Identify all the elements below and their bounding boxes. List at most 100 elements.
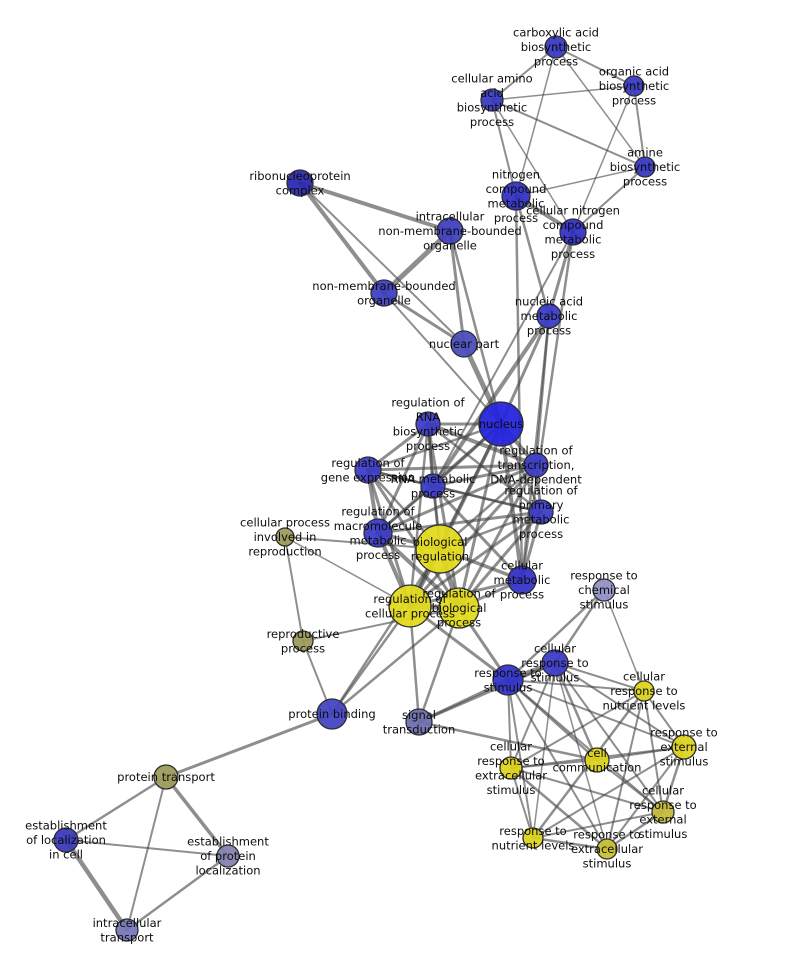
graph-node-cellular_response_to_extracellular_stimulus[interactable] <box>499 756 523 780</box>
graph-edge <box>596 746 685 761</box>
graph-edge <box>284 536 441 550</box>
graph-edge <box>510 759 598 769</box>
graph-edge <box>554 662 645 692</box>
graph-edge <box>330 606 461 716</box>
graph-node-ribonucleoprotein_complex[interactable] <box>286 169 314 197</box>
graph-edge <box>408 510 543 608</box>
graph-edge <box>491 99 646 168</box>
graph-node-intracellular_non_membrane_bounded_organelle[interactable] <box>436 217 464 245</box>
graph-edge <box>376 510 543 535</box>
graph-node-cellular_nitrogen_compound_metabolic_process[interactable] <box>559 218 587 246</box>
graph-edge <box>383 292 502 425</box>
graph-node-RNA_metabolic_process[interactable] <box>420 473 446 499</box>
graph-edge <box>382 291 466 346</box>
graph-node-cellular_response_to_stimulus[interactable] <box>541 649 569 677</box>
graph-edge <box>572 85 635 233</box>
graph-edge <box>457 463 538 610</box>
graph-node-non_membrane_bounded_organelle[interactable] <box>370 279 398 307</box>
graph-edge <box>417 678 510 724</box>
graph-edge <box>302 607 460 642</box>
graph-node-carboxylic_acid_biosynthetic_process[interactable] <box>544 35 568 59</box>
graph-edge <box>284 536 304 642</box>
graph-edge <box>284 536 411 607</box>
graph-node-nuclear_part[interactable] <box>450 330 478 358</box>
graph-edge <box>64 775 168 842</box>
graph-edge <box>509 766 609 851</box>
graph-node-response_to_extracellular_stimulus[interactable] <box>596 838 618 860</box>
graph-edge <box>63 837 130 933</box>
graph-node-nitrogen_compound_metabolic_process[interactable] <box>501 181 531 211</box>
graph-node-regulation_of_gene_expression[interactable] <box>354 456 382 484</box>
graph-edge <box>65 839 229 857</box>
graph-node-cellular_response_to_external_stimulus[interactable] <box>651 800 675 824</box>
graph-edge <box>553 588 606 665</box>
graph-node-regulation_of_transcription_DNA_dependent[interactable] <box>523 452 549 478</box>
graph-edge <box>432 231 574 487</box>
graph-edge <box>457 422 503 610</box>
graph-edge <box>426 422 461 610</box>
graph-edge <box>510 767 664 813</box>
graph-edge <box>514 194 551 318</box>
graph-node-response_to_stimulus[interactable] <box>492 664 524 696</box>
graph-node-cellular_metabolic_process[interactable] <box>507 565 537 595</box>
graph-edge <box>431 463 538 488</box>
graph-node-signal_transduction[interactable] <box>405 708 433 736</box>
graph-edge <box>515 166 646 197</box>
graph-node-amine_biosynthetic_process[interactable] <box>634 156 656 178</box>
graph-node-nucleus[interactable] <box>478 401 524 447</box>
graph-node-establishment_of_protein_localization[interactable] <box>216 844 240 868</box>
graph-edge <box>491 99 574 233</box>
graph-node-biological_regulation[interactable] <box>415 524 465 574</box>
graph-node-protein_transport[interactable] <box>153 764 179 790</box>
graph-edge <box>633 85 646 168</box>
graph-edge <box>381 228 453 296</box>
graph-node-response_to_nutrient_levels[interactable] <box>522 827 544 849</box>
graph-edge <box>330 547 442 716</box>
node-layer <box>53 35 697 942</box>
graph-node-establishment_of_localization_in_cell[interactable] <box>53 827 79 853</box>
graph-node-organic_acid_biosynthetic_process[interactable] <box>623 75 645 97</box>
graph-edge <box>507 679 664 813</box>
graph-edge <box>491 46 557 101</box>
graph-node-regulation_of_cellular_process[interactable] <box>388 584 432 628</box>
graph-edge <box>572 166 646 233</box>
graph-edge <box>515 46 557 197</box>
graph-edge <box>164 712 334 779</box>
graph-node-intracellular_transport[interactable] <box>115 918 139 942</box>
graph-edge <box>507 679 685 748</box>
graph-node-regulation_of_macromolecule_metabolic_process[interactable] <box>363 518 393 548</box>
graph-edge <box>164 775 230 858</box>
graph-node-cell_communication[interactable] <box>584 747 610 773</box>
graph-node-protein_binding[interactable] <box>316 698 348 730</box>
graph-node-nucleic_acid_metabolic_process[interactable] <box>536 303 562 329</box>
graph-edge <box>491 85 635 101</box>
graph-edge <box>431 484 543 514</box>
graph-edge <box>555 46 646 168</box>
graph-edge <box>491 99 517 197</box>
graph-edge <box>532 662 556 839</box>
graph-node-regulation_of_primary_metabolic_process[interactable] <box>528 499 554 525</box>
graph-node-cellular_response_to_nutrient_levels[interactable] <box>633 680 655 702</box>
graph-edge <box>532 746 685 839</box>
graph-node-regulation_of_RNA_biosynthetic_process[interactable] <box>415 411 441 437</box>
graph-edge <box>520 230 575 582</box>
graph-edge <box>431 484 524 582</box>
graph-edge <box>603 589 645 692</box>
graph-node-response_to_chemical_stimulus[interactable] <box>592 578 616 602</box>
graph-edge <box>426 422 538 467</box>
graph-node-cellular_amino_acid_biosynthetic_process[interactable] <box>480 88 504 112</box>
edge-layer <box>63 46 686 933</box>
graph-edge <box>366 468 461 610</box>
graph-node-regulation_of_biological_process[interactable] <box>438 587 480 629</box>
graph-edge <box>366 422 503 472</box>
graph-edge <box>510 767 534 839</box>
graph-node-response_to_external_stimulus[interactable] <box>671 734 697 760</box>
graph-edge <box>126 776 167 931</box>
graph-node-cellular_process_involved_in_reproduction[interactable] <box>275 527 295 547</box>
graph-edge <box>448 229 503 426</box>
graph-edge <box>555 46 635 87</box>
graph-edge <box>298 181 386 295</box>
graph-node-reproductive_process[interactable] <box>292 630 314 652</box>
